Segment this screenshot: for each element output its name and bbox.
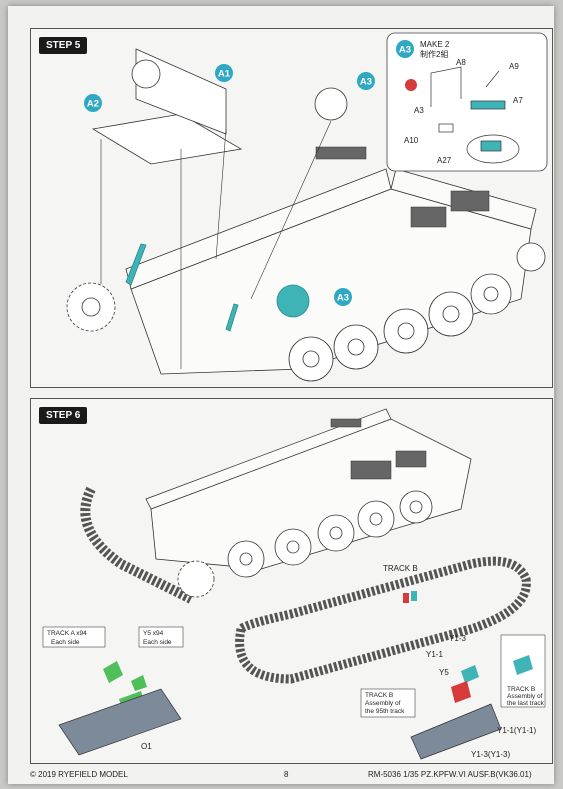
engine-grille: [410, 206, 447, 228]
label-y1-1b: Y1-1(Y1-1): [497, 726, 536, 735]
track-b-segment: [410, 703, 502, 760]
inset-part-a9: A9: [509, 62, 519, 71]
step-5-panel: STEP 5: [30, 28, 553, 388]
track-left: [80, 486, 194, 604]
inset-part-a7: A7: [513, 96, 523, 105]
inset-part-a10: A10: [404, 136, 419, 145]
engine-grille: [450, 190, 490, 212]
label-y1-3: Y1-3: [449, 634, 466, 643]
label-o1: O1: [141, 742, 152, 751]
hull-side: [130, 188, 532, 375]
callout-a3-side: [334, 288, 352, 306]
label-y5: Y5: [439, 668, 449, 677]
inset-make-cn: 制作2組: [420, 49, 448, 59]
inset-part-a27: A27: [437, 156, 452, 165]
y5-line2: Each side: [143, 639, 172, 646]
footer-product: RM-5036 1/35 PZ.KPFW.VI AUSF.B(VK36.01): [368, 770, 532, 779]
callout-a1: [215, 64, 233, 82]
callout-a2-label: A2: [87, 99, 99, 110]
note-last-l1: TRACK B: [507, 686, 535, 693]
part-a3-disc: [276, 284, 310, 318]
callout-a3-top-label: A3: [360, 77, 372, 88]
step-5-drawing: A1 A2 A3 A3 A3 MAKE 2 制作2組: [66, 32, 548, 382]
inset-part-a8: A8: [456, 58, 466, 67]
note-last-l3: the last track: [507, 700, 545, 707]
callout-a3-side-label: A3: [337, 293, 349, 304]
track-b-loop: [235, 556, 531, 684]
inset-part-a3: A3: [414, 106, 424, 115]
instruction-page: STEP 5: [8, 6, 554, 784]
part-a2-plate: [91, 113, 243, 165]
note-last-l2: Assembly of: [507, 693, 543, 700]
step-5-title: STEP 5: [39, 37, 88, 54]
hull-top-edge: [125, 168, 392, 290]
step-6-drawing: TRACK B Y1-3 Y1-1 TRACK A x94 Each side …: [42, 408, 546, 760]
callout-a2: [84, 94, 102, 112]
track-a-segment: [58, 688, 182, 756]
step-6-title: STEP 6: [39, 407, 88, 424]
inset-make: MAKE 2: [420, 40, 450, 49]
engine-grille: [315, 146, 367, 160]
label-y1-1: Y1-1: [426, 650, 443, 659]
note-95-l1: TRACK B: [365, 692, 393, 699]
callout-a1-label: A1: [218, 69, 231, 80]
inset-tag: A3: [399, 45, 411, 56]
note-95-l2: Assembly of: [365, 700, 401, 707]
track-a-line2: Each side: [51, 639, 80, 646]
callout-a3-top: [357, 72, 375, 90]
note-95-l3: the 95th track: [365, 708, 405, 715]
footer-copyright: © 2019 RYEFIELD MODEL: [30, 770, 128, 779]
step-6-panel: STEP 6: [30, 398, 553, 764]
label-y1-3b: Y1-3(Y1-3): [471, 750, 510, 759]
y5-line1: Y5 x94: [143, 630, 164, 637]
track-b-label: TRACK B: [383, 564, 418, 573]
inset-a3: A3 MAKE 2 制作2組 A8 A9 A7 A3 A10 A27: [386, 32, 548, 172]
footer-page-number: 8: [284, 770, 289, 779]
track-a-line1: TRACK A x94: [47, 630, 87, 637]
